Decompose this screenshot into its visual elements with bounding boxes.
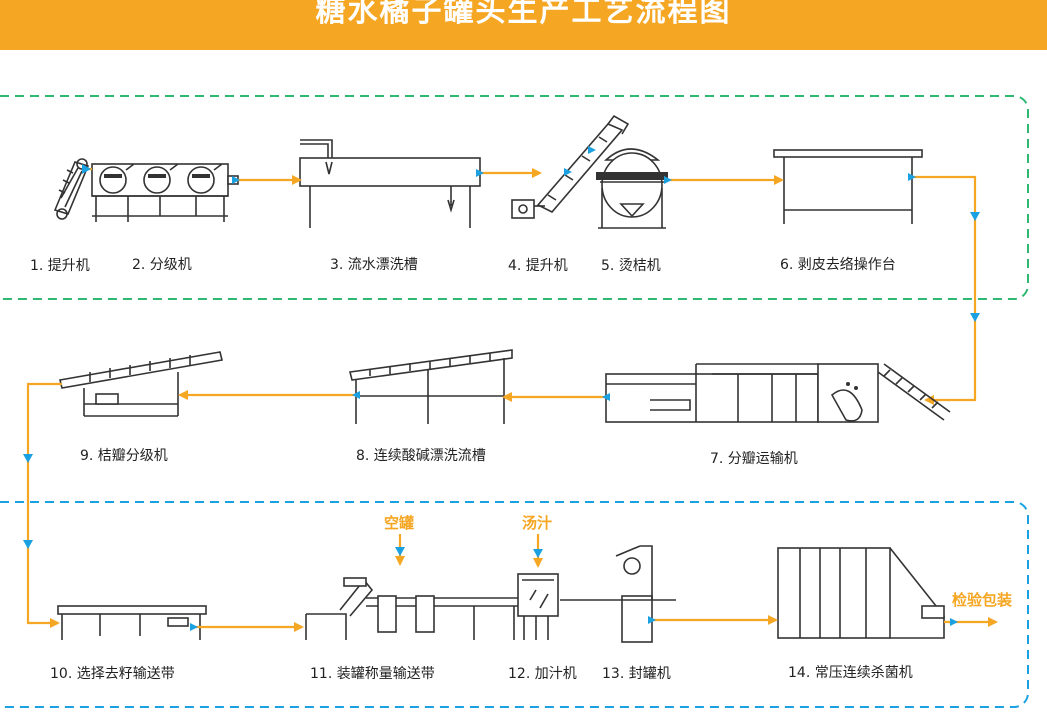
label-output: 检验包装 (952, 591, 1013, 609)
step-label-5: 5. 烫桔机 (601, 258, 661, 274)
page-title: 糖水橘子罐头生产工艺流程图 (315, 0, 732, 29)
segment-conveyor (605, 363, 951, 423)
can-seamer (560, 545, 676, 643)
arrow-6-7 (912, 175, 977, 405)
segment-grader (59, 351, 223, 417)
step-label-2: 2. 分级机 (132, 257, 192, 273)
step-label-8: 8. 连续酸碱漂洗流槽 (356, 447, 486, 464)
arrow-9-10 (26, 382, 62, 628)
peeling-table (773, 149, 923, 224)
step-label-14: 14. 常压连续杀菌机 (788, 664, 913, 681)
step-label-9: 9. 桔瓣分级机 (80, 448, 168, 464)
step-label-1: 1. 提升机 (30, 258, 90, 274)
section-frame-canning (0, 501, 1029, 708)
step-label-11: 11. 装罐称量输送带 (310, 666, 435, 682)
scalder-machine (596, 148, 668, 229)
inspection-belt (57, 605, 207, 640)
rinse-tank (299, 139, 481, 228)
step-label-13: 13. 封罐机 (602, 666, 671, 682)
sterilizer (777, 547, 945, 639)
elevator-machine-1 (53, 158, 90, 220)
elevator-machine-4 (511, 114, 630, 219)
step-label-4: 4. 提升机 (508, 258, 568, 274)
syrup-filler (517, 573, 559, 640)
step-label-3: 3. 流水漂洗槽 (330, 257, 418, 273)
filling-conveyor (305, 577, 520, 640)
step-label-10: 10. 选择去籽输送带 (50, 666, 175, 682)
title-bar: 糖水橘子罐头生产工艺流程图 (0, 0, 1047, 50)
label-syrup: 汤汁 (522, 514, 552, 532)
grader-machine (91, 163, 239, 222)
step-label-7: 7. 分瓣运输机 (710, 451, 798, 467)
step-label-12: 12. 加汁机 (508, 666, 577, 682)
rinse-channel (349, 349, 513, 424)
label-empty-can: 空罐 (384, 514, 414, 532)
step-label-6: 6. 剥皮去络操作台 (780, 257, 896, 273)
